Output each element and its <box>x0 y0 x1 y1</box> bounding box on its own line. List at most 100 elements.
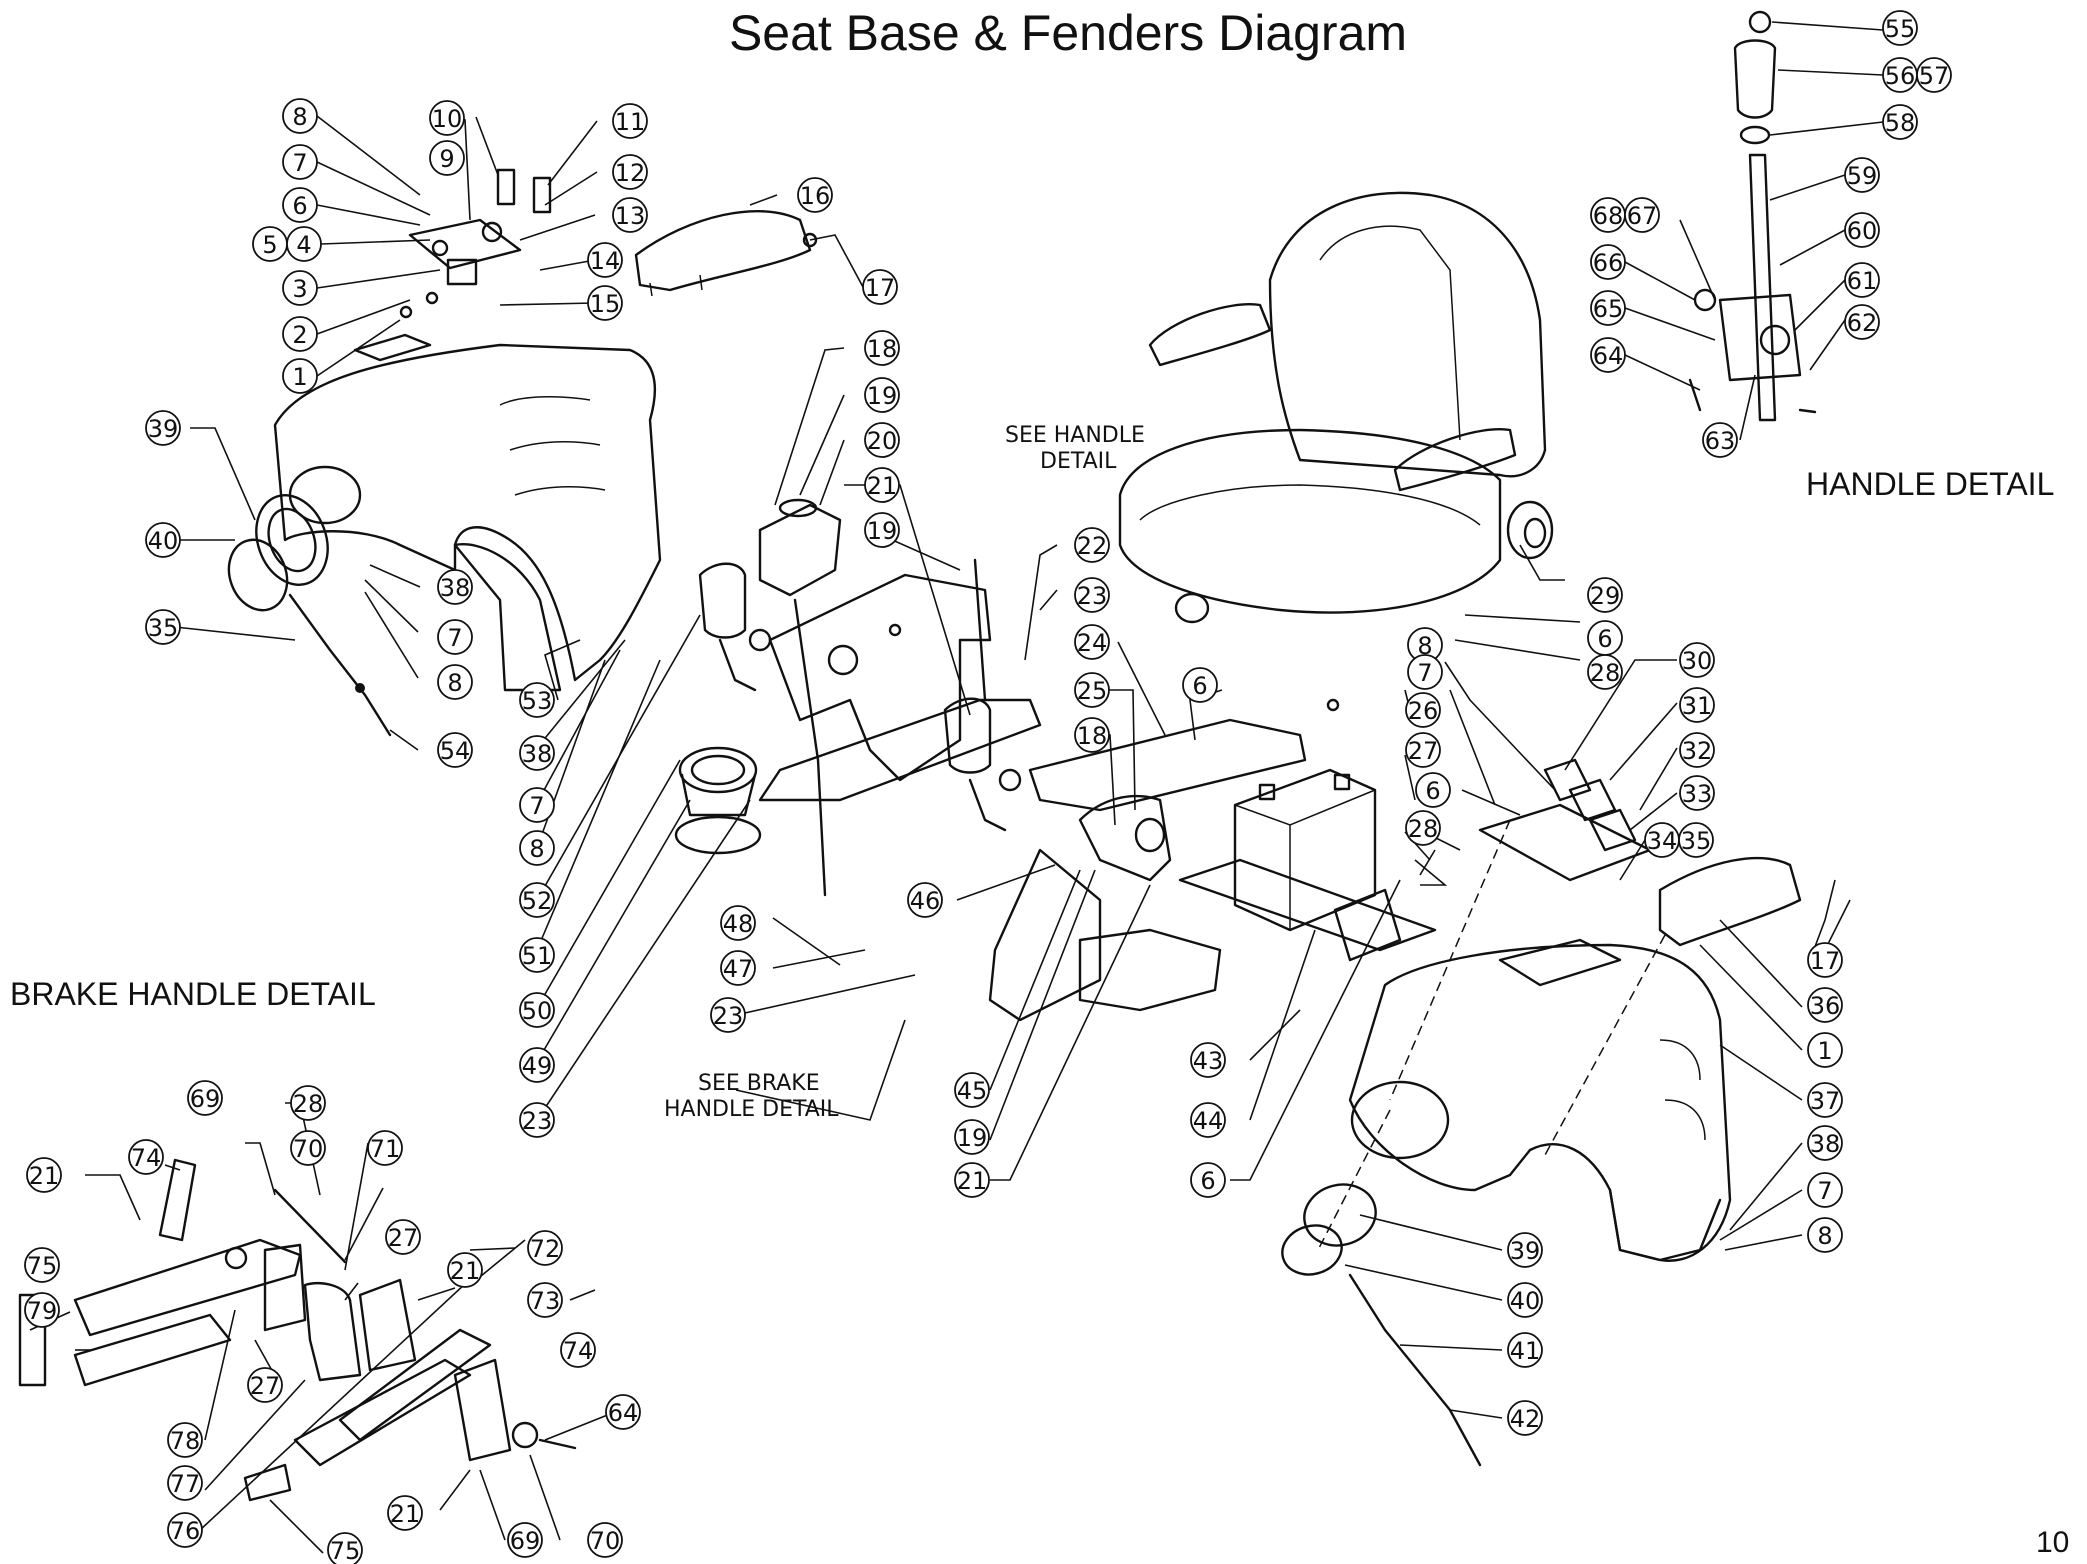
svg-text:27: 27 <box>250 1372 281 1400</box>
callout-21-e: 21 <box>387 1495 423 1531</box>
callout-56-a: 56 <box>1882 57 1918 93</box>
callout-14-a: 14 <box>587 242 623 278</box>
svg-text:48: 48 <box>723 910 754 938</box>
svg-text:47: 47 <box>723 955 754 983</box>
callout-11-a: 11 <box>612 103 648 139</box>
svg-text:75: 75 <box>330 1537 361 1564</box>
svg-text:22: 22 <box>1077 532 1108 560</box>
svg-text:69: 69 <box>190 1085 221 1113</box>
callout-48-a: 48 <box>720 905 756 941</box>
svg-text:7: 7 <box>447 624 462 652</box>
callout-39-a: 39 <box>145 410 181 446</box>
brake-handle-assembly <box>18 1158 577 1502</box>
page-number: 10 <box>2036 1526 2069 1559</box>
svg-text:67: 67 <box>1627 202 1658 230</box>
right-fender-panel <box>1478 758 1652 882</box>
callout-54-a: 54 <box>437 732 473 768</box>
callout-2-a: 2 <box>282 316 318 352</box>
callout-6-e: 6 <box>1587 620 1623 656</box>
svg-text:6: 6 <box>1200 1167 1215 1195</box>
callout-7-c: 7 <box>519 787 555 823</box>
left-fender-hardware <box>399 168 552 319</box>
callout-57-a: 57 <box>1916 57 1952 93</box>
svg-text:14: 14 <box>590 247 621 275</box>
svg-text:30: 30 <box>1682 647 1713 675</box>
callout-45-a: 45 <box>954 1072 990 1108</box>
callout-42-a: 42 <box>1507 1400 1543 1436</box>
svg-text:23: 23 <box>1077 582 1108 610</box>
svg-text:17: 17 <box>1810 947 1841 975</box>
callout-7-e: 7 <box>1807 1172 1843 1208</box>
callout-36-a: 36 <box>1807 987 1843 1023</box>
callout-58-a: 58 <box>1882 104 1918 140</box>
see-handle-detail-note-line2: DETAIL <box>1040 449 1117 474</box>
see-handle-detail-note-line1: SEE HANDLE <box>1005 423 1145 448</box>
svg-text:28: 28 <box>293 1090 324 1118</box>
svg-text:78: 78 <box>170 1427 201 1455</box>
svg-text:6: 6 <box>1597 625 1612 653</box>
callout-28-b: 28 <box>1587 654 1623 690</box>
svg-text:38: 38 <box>440 574 471 602</box>
callout-61-a: 61 <box>1844 262 1880 298</box>
svg-text:41: 41 <box>1510 1337 1541 1365</box>
svg-text:19: 19 <box>867 382 898 410</box>
callout-37-a: 37 <box>1807 1082 1843 1118</box>
svg-text:19: 19 <box>957 1124 988 1152</box>
seat <box>1118 191 1554 712</box>
callout-64-a: 64 <box>1590 337 1626 373</box>
svg-text:46: 46 <box>910 887 941 915</box>
svg-text:17: 17 <box>865 274 896 302</box>
callout-67-a: 67 <box>1624 197 1660 233</box>
svg-text:7: 7 <box>1817 1177 1832 1205</box>
callout-55-a: 55 <box>1882 10 1918 46</box>
callout-34-a: 34 <box>1644 822 1680 858</box>
callout-62-a: 62 <box>1844 304 1880 340</box>
callout-32-a: 32 <box>1679 732 1715 768</box>
callout-16-a: 16 <box>797 177 833 213</box>
callout-19-c: 19 <box>954 1119 990 1155</box>
callout-19-a: 19 <box>864 377 900 413</box>
callout-1-b: 1 <box>1807 1032 1843 1068</box>
callout-5-a: 5 <box>252 226 288 262</box>
svg-text:8: 8 <box>1817 1222 1832 1250</box>
svg-text:24: 24 <box>1077 629 1108 657</box>
callout-23-b: 23 <box>1074 577 1110 613</box>
svg-text:6: 6 <box>292 192 307 220</box>
battery-tray <box>1178 858 1437 962</box>
svg-text:35: 35 <box>1681 827 1712 855</box>
left-light-harness <box>288 593 392 737</box>
svg-text:7: 7 <box>529 792 544 820</box>
callout-59-a: 59 <box>1844 157 1880 193</box>
svg-text:54: 54 <box>440 737 471 765</box>
callout-52-a: 52 <box>519 882 555 918</box>
svg-text:18: 18 <box>1077 722 1108 750</box>
svg-text:28: 28 <box>1590 659 1621 687</box>
callout-79-a: 79 <box>24 1292 60 1328</box>
svg-text:10: 10 <box>432 105 463 133</box>
control-box <box>758 498 842 597</box>
callout-63-a: 63 <box>1702 422 1738 458</box>
svg-text:37: 37 <box>1810 1087 1841 1115</box>
svg-text:13: 13 <box>615 202 646 230</box>
svg-text:55: 55 <box>1885 15 1916 43</box>
see-brake-handle-note-line1: SEE BRAKE <box>698 1071 820 1096</box>
svg-text:70: 70 <box>590 1527 621 1555</box>
frame <box>758 573 1307 1022</box>
svg-text:45: 45 <box>957 1077 988 1105</box>
svg-text:23: 23 <box>522 1107 553 1135</box>
svg-text:21: 21 <box>957 1167 988 1195</box>
svg-text:38: 38 <box>1810 1130 1841 1158</box>
svg-text:32: 32 <box>1682 737 1713 765</box>
callout-64-b: 64 <box>605 1394 641 1430</box>
svg-text:75: 75 <box>27 1252 58 1280</box>
svg-text:21: 21 <box>390 1500 421 1528</box>
callout-18-a: 18 <box>864 330 900 366</box>
svg-text:9: 9 <box>439 145 454 173</box>
callout-6-b: 6 <box>1182 667 1218 703</box>
svg-text:64: 64 <box>1593 342 1624 370</box>
svg-text:6: 6 <box>1192 672 1207 700</box>
callout-71-a: 71 <box>367 1130 403 1166</box>
callout-38-b: 38 <box>519 735 555 771</box>
cup-holder <box>674 746 762 855</box>
